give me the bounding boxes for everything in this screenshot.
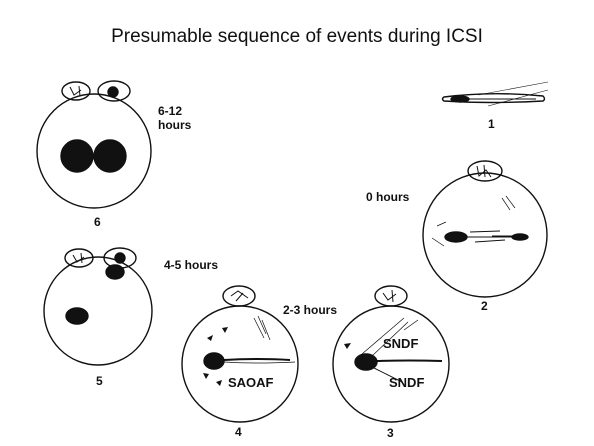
oocyte-stage-4 [181, 285, 299, 423]
stage-number-3: 3 [387, 426, 394, 440]
stage-number-1: 1 [488, 117, 495, 131]
stage-3-label-1: SNDF [383, 336, 418, 351]
between-time: 2-3 hours [283, 303, 337, 317]
oocyte-stage-5 [43, 247, 153, 366]
stage-6-time-line2: hours [158, 118, 192, 132]
diagram-title: Presumable sequence of events during ICS… [111, 26, 483, 47]
stage-number-2: 2 [481, 299, 488, 313]
stage-5-time: 4-5 hours [164, 258, 218, 272]
sperm-stage-1 [441, 81, 549, 107]
stage-4-label: SAOAF [228, 375, 274, 390]
oocyte-stage-3 [332, 285, 450, 423]
stage-number-5: 5 [96, 374, 103, 388]
oocyte-stage-6 [36, 80, 152, 209]
stage-6-time-line1: 6-12 [158, 104, 182, 118]
stage-number-4: 4 [235, 425, 242, 439]
stage-3-label-2: SNDF [389, 375, 424, 390]
stage-2-time: 0 hours [366, 190, 410, 204]
oocyte-stage-2 [422, 160, 548, 298]
stage-number-6: 6 [94, 215, 101, 229]
